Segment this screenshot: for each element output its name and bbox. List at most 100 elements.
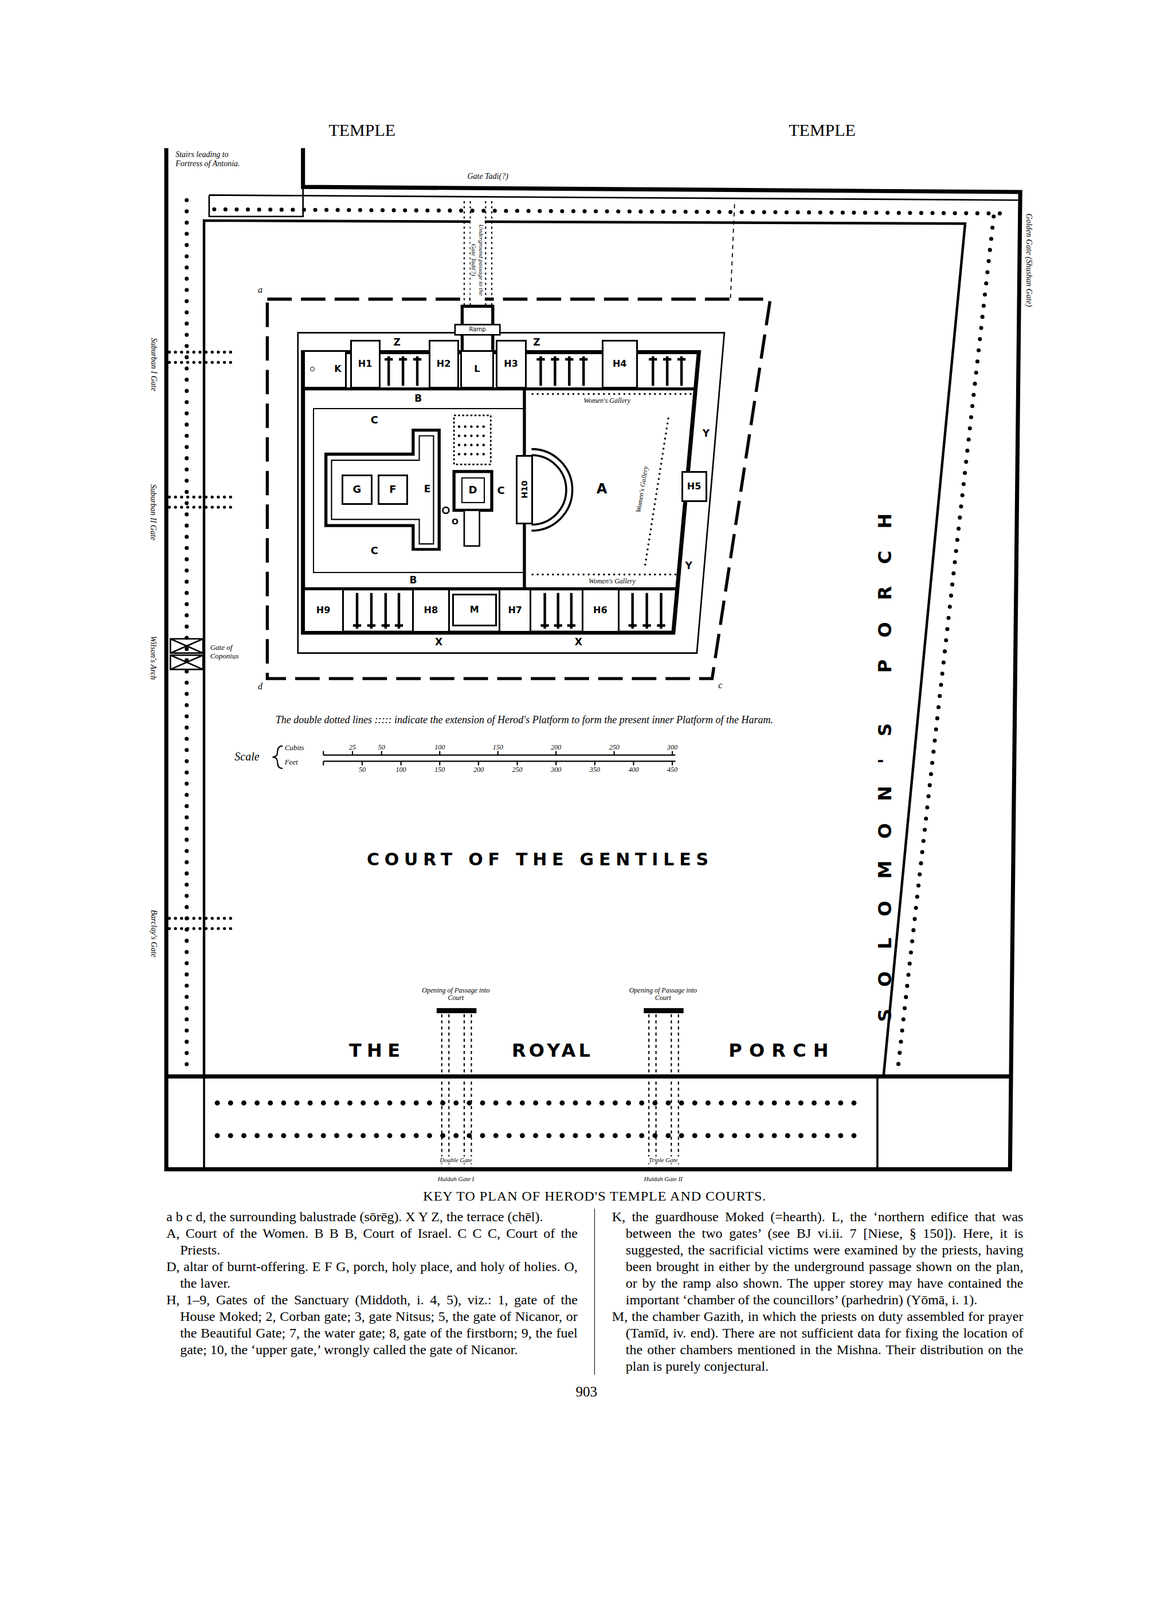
gate-name: Suburban II Gate <box>148 484 158 541</box>
scale-unit: Feet <box>284 758 299 767</box>
court-name: COURT OF THE GENTILES <box>366 849 714 870</box>
ring-row <box>459 443 487 446</box>
scale-tick <box>671 761 673 766</box>
passage-opening <box>436 1008 477 1014</box>
chamber-box: M <box>452 593 497 627</box>
key-heading: KEY TO PLAN OF HEROD'S TEMPLE AND COURTS… <box>422 1188 767 1205</box>
chamber-letter: K <box>334 363 342 375</box>
scale-number: 350 <box>589 766 601 775</box>
holy-place: F <box>377 474 409 505</box>
chamber-wall <box>550 356 559 387</box>
gate-name: Huldah Gate I <box>437 1175 475 1183</box>
key-entry: A, Court of the Women. B B B, Court of I… <box>166 1225 578 1259</box>
altar-base <box>453 471 492 511</box>
court-letter: C <box>370 545 379 558</box>
porch-name: PORCH <box>728 1040 836 1062</box>
royal-porch: THE ROYAL PORCH <box>204 1032 878 1170</box>
royal-porch-wall <box>166 1074 1010 1079</box>
gate-name: Huldah Gate II <box>644 1175 683 1183</box>
chamber-wall <box>642 593 651 629</box>
portico-columns <box>217 1103 868 1136</box>
gate-passage <box>169 352 237 930</box>
scale-tick <box>439 761 441 766</box>
scale-unit: Cubits <box>284 743 305 753</box>
chamber-wall <box>381 593 390 629</box>
altar: D <box>461 477 485 504</box>
terrace-letter: Y <box>702 428 710 440</box>
scale-number: 250 <box>609 743 620 752</box>
ring-row <box>459 434 487 437</box>
arch-symbol <box>170 639 203 670</box>
corner-letter: c <box>718 680 723 691</box>
scale-tick <box>613 751 615 756</box>
terrace-letter: Z <box>533 336 540 349</box>
gate-name: Triple Gate <box>647 1156 679 1165</box>
sanctuary-letter: G <box>353 483 362 496</box>
portico-columns <box>186 200 1006 1072</box>
passage-name: Underground passage to the Gate Tadi(?) <box>470 218 485 303</box>
scale-tick <box>477 761 480 766</box>
scale-tick <box>632 761 634 766</box>
chamber-letter: H4 <box>612 358 627 370</box>
gate-box: H10 <box>515 455 534 525</box>
chamber-letter: H6 <box>593 605 608 616</box>
court-of-israel: BBCCCEGFD <box>303 388 525 589</box>
chamber-wall <box>663 356 672 387</box>
solomons-porch: SOLOMON'S PORCH <box>867 219 1021 1077</box>
ring-row <box>459 425 487 428</box>
chamber-wall <box>384 356 393 387</box>
scale-tick <box>439 751 441 756</box>
scale-number: 250 <box>512 766 523 775</box>
scale-label: Scale <box>234 750 260 764</box>
scale-tick <box>351 751 354 756</box>
porch-name: ROYAL <box>511 1040 594 1062</box>
sanctuary-inner-wall <box>331 435 434 544</box>
holy-of-holies: G <box>341 474 372 505</box>
hearth-symbol <box>310 366 315 372</box>
plan-lines <box>166 148 1021 1170</box>
chamber-letter: H7 <box>507 605 523 616</box>
scale-number: 200 <box>550 743 562 752</box>
chamber-letter: H5 <box>687 481 702 492</box>
chamber-wall <box>367 593 376 629</box>
page-number: 903 <box>575 1384 598 1401</box>
scale-tick <box>381 751 383 756</box>
scale-ticks <box>323 751 673 766</box>
sanctuary-letter: E <box>424 483 431 496</box>
scale-number: 100 <box>396 766 407 775</box>
court-of-priests: CCCEGFD <box>312 408 525 574</box>
running-head: TEMPLE <box>788 120 856 141</box>
court-letter: B <box>409 574 417 587</box>
platform-line <box>730 204 735 299</box>
chamber-letter: H2 <box>436 358 452 370</box>
sanctuary-wall <box>303 352 700 634</box>
ring-row <box>459 452 487 456</box>
scale-number: 150 <box>434 766 445 775</box>
plan-note: The double dotted lines ::::: indicate t… <box>275 714 774 727</box>
chamber-letter: H3 <box>503 358 519 370</box>
terrace-letter: X <box>435 636 443 649</box>
passage-label: Opening of Passage into Court <box>416 986 496 1003</box>
scale-number: 300 <box>550 766 562 775</box>
gate-box: H2 <box>428 339 460 389</box>
key-entry: M, the chamber Gazith, in which the prie… <box>612 1308 1024 1375</box>
gate-name: Gate Tadi(?) <box>467 171 508 182</box>
porch-name: THE <box>349 1040 406 1062</box>
corner-letter: d <box>257 681 263 692</box>
gate-name: Double Gate <box>438 1156 474 1165</box>
gate-name: Gate of Coponius <box>210 643 257 661</box>
corner-letter: a <box>257 284 263 296</box>
chamber-walls <box>353 356 686 629</box>
court-of-the-gentiles: COURT OF THE GENTILES THE ROYAL PORCH SOLOMO… <box>166 186 1021 1170</box>
slaughter-place <box>453 415 491 465</box>
chamber-wall <box>648 356 657 387</box>
chamber-letter: M <box>469 604 480 615</box>
court-letter: A <box>596 481 608 498</box>
chamber-wall <box>394 593 403 629</box>
sanctuary-wall <box>326 429 440 550</box>
chamber-wall <box>353 593 362 629</box>
chamber-wall <box>677 356 686 387</box>
scale-tick <box>361 761 363 766</box>
gate-box: H7 <box>498 588 532 633</box>
